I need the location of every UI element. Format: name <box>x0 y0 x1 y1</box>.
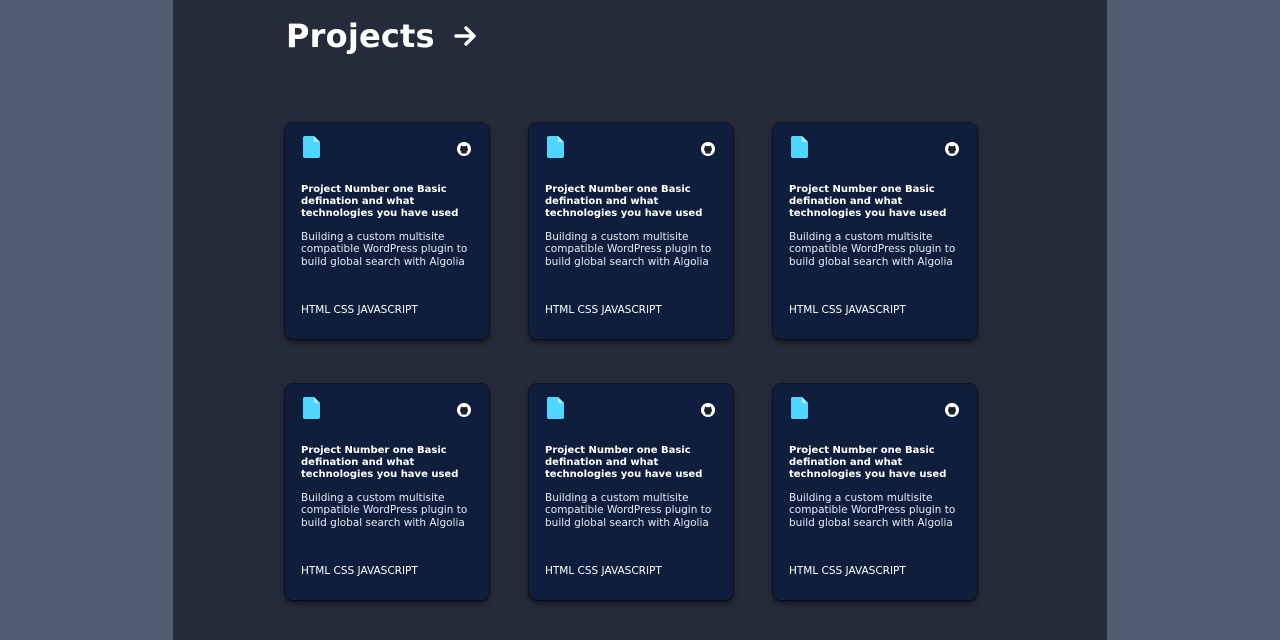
projects-grid: Project Number one Basic defination and … <box>285 123 977 600</box>
github-icon[interactable] <box>945 142 959 156</box>
project-description: Building a custom multisite compatible W… <box>789 231 956 268</box>
projects-header-link[interactable]: Projects <box>286 16 479 56</box>
project-description: Building a custom multisite compatible W… <box>545 231 712 268</box>
file-icon <box>547 397 564 419</box>
section-title: Projects <box>286 17 435 55</box>
github-icon[interactable] <box>701 142 715 156</box>
project-technologies: HTML CSS JAVASCRIPT <box>789 304 906 316</box>
github-icon[interactable] <box>945 403 959 417</box>
github-icon[interactable] <box>457 403 471 417</box>
project-card[interactable]: Project Number one Basic defination and … <box>529 384 733 600</box>
file-icon <box>791 397 808 419</box>
arrow-right-icon[interactable] <box>453 23 479 49</box>
projects-page: Projects Project Number one Basic defina… <box>173 0 1107 640</box>
project-card[interactable]: Project Number one Basic defination and … <box>285 384 489 600</box>
project-card[interactable]: Project Number one Basic defination and … <box>529 123 733 339</box>
project-description: Building a custom multisite compatible W… <box>789 492 956 529</box>
file-icon <box>303 136 320 158</box>
project-title: Project Number one Basic defination and … <box>301 184 459 219</box>
project-title: Project Number one Basic defination and … <box>789 184 947 219</box>
project-description: Building a custom multisite compatible W… <box>301 492 468 529</box>
project-title: Project Number one Basic defination and … <box>789 445 947 480</box>
file-icon <box>303 397 320 419</box>
project-title: Project Number one Basic defination and … <box>301 445 459 480</box>
github-icon[interactable] <box>701 403 715 417</box>
project-description: Building a custom multisite compatible W… <box>301 231 468 268</box>
file-icon <box>791 136 808 158</box>
project-technologies: HTML CSS JAVASCRIPT <box>789 565 906 577</box>
github-icon[interactable] <box>457 142 471 156</box>
project-technologies: HTML CSS JAVASCRIPT <box>301 304 418 316</box>
project-card[interactable]: Project Number one Basic defination and … <box>773 123 977 339</box>
project-technologies: HTML CSS JAVASCRIPT <box>301 565 418 577</box>
project-card[interactable]: Project Number one Basic defination and … <box>773 384 977 600</box>
project-title: Project Number one Basic defination and … <box>545 184 703 219</box>
project-title: Project Number one Basic defination and … <box>545 445 703 480</box>
project-technologies: HTML CSS JAVASCRIPT <box>545 304 662 316</box>
file-icon <box>547 136 564 158</box>
project-technologies: HTML CSS JAVASCRIPT <box>545 565 662 577</box>
project-card[interactable]: Project Number one Basic defination and … <box>285 123 489 339</box>
project-description: Building a custom multisite compatible W… <box>545 492 712 529</box>
